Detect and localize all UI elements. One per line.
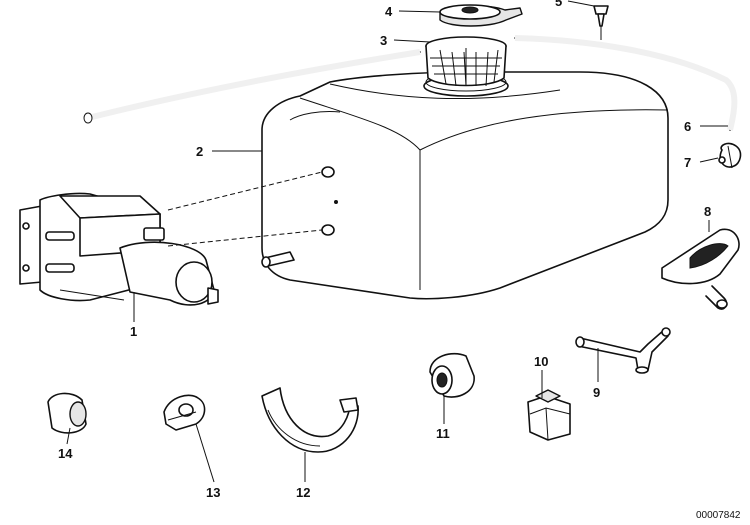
callout-5: 5 (555, 0, 562, 9)
callout-3: 3 (380, 33, 387, 48)
callout-8: 8 (704, 204, 711, 219)
washer-pump (19, 192, 219, 306)
hose-clip (527, 389, 571, 441)
callout-7: 7 (684, 155, 691, 170)
callout-4: 4 (385, 4, 393, 19)
leader-lines (66, 0, 728, 483)
callout-6: 6 (684, 119, 691, 134)
callout-12: 12 (296, 485, 310, 500)
washer-reservoir (261, 71, 669, 300)
callout-11: 11 (436, 426, 450, 441)
callout-13: 13 (206, 485, 220, 500)
grommet (429, 352, 475, 398)
check-valve (718, 142, 742, 169)
retaining-strap (261, 387, 359, 453)
callout-9: 9 (593, 385, 600, 400)
rubber-cap (47, 392, 87, 434)
assembly-lines (167, 171, 323, 247)
hose-clamp (163, 394, 206, 431)
screw (593, 5, 609, 40)
callout-1: 1 (130, 324, 137, 339)
catalog-number: 00007842 (696, 510, 741, 521)
callout-2: 2 (196, 144, 203, 159)
callout-14: 14 (58, 446, 73, 461)
t-connector (575, 327, 671, 374)
callout-10: 10 (534, 354, 548, 369)
washer-nozzle (661, 228, 740, 310)
filler-cap (439, 4, 523, 27)
